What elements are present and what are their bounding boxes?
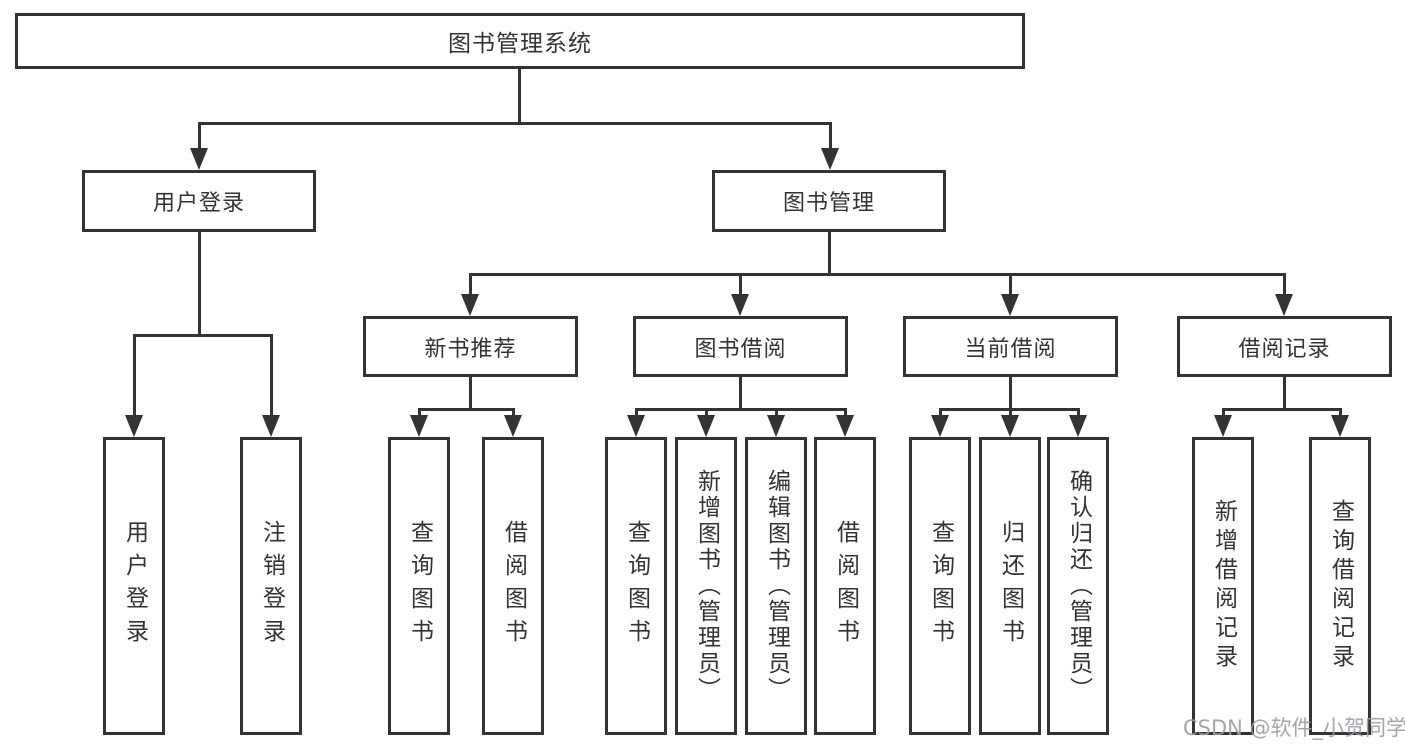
arrowhead-icon <box>504 415 522 437</box>
node-borrow-records: 借阅记录 <box>1177 316 1392 377</box>
arrowhead-icon <box>767 415 785 437</box>
connector-line <box>512 408 515 416</box>
leaf-borrow-borrow-books: 借阅图书 <box>814 437 876 735</box>
arrowhead-icon <box>697 415 715 437</box>
leaf-records-query-record: 查询借阅记录 <box>1309 437 1371 735</box>
node-user-login-label: 用户登录 <box>152 191 245 216</box>
arrowhead-icon <box>410 415 428 437</box>
connector-line <box>198 122 201 150</box>
connector-line <box>469 273 472 294</box>
node-book-mgmt-label: 图书管理 <box>782 191 875 216</box>
arrowhead-icon <box>262 415 280 437</box>
leaf-borrow-add-books-admin-label: 新增图书（管理员） <box>693 469 720 703</box>
connector-line <box>1077 408 1080 416</box>
connector-line <box>939 408 942 416</box>
arrowhead-icon <box>1275 294 1293 316</box>
node-current-borrow: 当前借阅 <box>903 316 1118 377</box>
arrowhead-icon <box>731 294 749 316</box>
connector-line <box>198 232 201 334</box>
node-current-borrow-label: 当前借阅 <box>964 336 1057 362</box>
leaf-current-confirm-return-admin-label: 确认归还（管理员） <box>1065 469 1092 703</box>
connector-line <box>844 408 847 416</box>
arrowhead-icon <box>1214 415 1232 437</box>
leaf-current-query-books-label: 查询图书 <box>927 520 954 652</box>
arrowhead-icon <box>1001 415 1019 437</box>
node-book-borrow-label: 图书借阅 <box>694 336 787 362</box>
node-new-book-rec-label: 新书推荐 <box>424 336 517 362</box>
node-root-label: 图书管理系统 <box>448 31 592 57</box>
connector-line <box>635 408 846 411</box>
connector-line <box>705 408 708 416</box>
connector-line <box>1283 273 1286 294</box>
leaf-current-return-books: 归还图书 <box>979 437 1041 735</box>
node-new-book-rec: 新书推荐 <box>363 316 578 377</box>
leaf-records-add-record: 新增借阅记录 <box>1192 437 1254 735</box>
connector-line <box>469 377 472 408</box>
leaf-records-add-record-label: 新增借阅记录 <box>1210 499 1237 673</box>
node-book-borrow: 图书借阅 <box>633 316 848 377</box>
leaf-newbook-query-books-label: 查询图书 <box>406 520 433 652</box>
leaf-user-login-label: 用户登录 <box>121 520 148 652</box>
leaf-current-confirm-return-admin: 确认归还（管理员） <box>1047 437 1109 735</box>
connector-line <box>1009 273 1012 294</box>
connector-line <box>739 377 742 408</box>
arrowhead-icon <box>1069 415 1087 437</box>
leaf-current-query-books: 查询图书 <box>909 437 971 735</box>
connector-line <box>133 334 136 416</box>
arrowhead-icon <box>1331 415 1349 437</box>
connector-line <box>635 408 638 416</box>
node-root: 图书管理系统 <box>15 13 1025 69</box>
csdn-watermark: CSDN @软件_小贺同学 <box>1183 716 1405 740</box>
connector-line <box>418 408 421 416</box>
leaf-newbook-borrow-books-label: 借阅图书 <box>500 520 527 652</box>
node-borrow-records-label: 借阅记录 <box>1238 336 1331 362</box>
leaf-borrow-edit-books-admin-label: 编辑图书（管理员） <box>763 469 790 703</box>
node-user-login: 用户登录 <box>82 170 316 232</box>
connector-line <box>1009 377 1012 408</box>
node-book-mgmt: 图书管理 <box>712 170 946 232</box>
arrowhead-icon <box>190 148 208 170</box>
leaf-user-login: 用户登录 <box>103 437 165 735</box>
connector-line <box>1222 408 1225 416</box>
leaf-newbook-borrow-books: 借阅图书 <box>482 437 544 735</box>
connector-line <box>739 273 742 294</box>
arrowhead-icon <box>821 148 839 170</box>
connector-line <box>775 408 778 416</box>
connector-line <box>518 69 521 122</box>
leaf-logout-label: 注销登录 <box>258 520 285 652</box>
arrowhead-icon <box>627 415 645 437</box>
leaf-newbook-query-books: 查询图书 <box>388 437 450 735</box>
arrowhead-icon <box>461 294 479 316</box>
connector-line <box>1009 408 1012 416</box>
arrowhead-icon <box>125 415 143 437</box>
leaf-borrow-borrow-books-label: 借阅图书 <box>832 520 859 652</box>
leaf-records-query-record-label: 查询借阅记录 <box>1327 499 1354 673</box>
connector-line <box>1222 408 1342 411</box>
connector-line <box>270 334 273 416</box>
arrowhead-icon <box>836 415 854 437</box>
leaf-logout: 注销登录 <box>240 437 302 735</box>
connector-line <box>469 273 1286 276</box>
connector-line <box>418 408 515 411</box>
leaf-borrow-edit-books-admin: 编辑图书（管理员） <box>745 437 807 735</box>
arrowhead-icon <box>1001 294 1019 316</box>
connector-line <box>829 122 832 150</box>
leaf-borrow-query-books: 查询图书 <box>605 437 667 735</box>
arrowhead-icon <box>931 415 949 437</box>
connector-line <box>828 232 831 273</box>
leaf-current-return-books-label: 归还图书 <box>997 520 1024 652</box>
connector-line <box>1339 408 1342 416</box>
leaf-borrow-query-books-label: 查询图书 <box>623 520 650 652</box>
connector-line <box>198 122 832 125</box>
connector-line <box>1283 377 1286 408</box>
connector-line <box>133 334 273 337</box>
leaf-borrow-add-books-admin: 新增图书（管理员） <box>675 437 737 735</box>
